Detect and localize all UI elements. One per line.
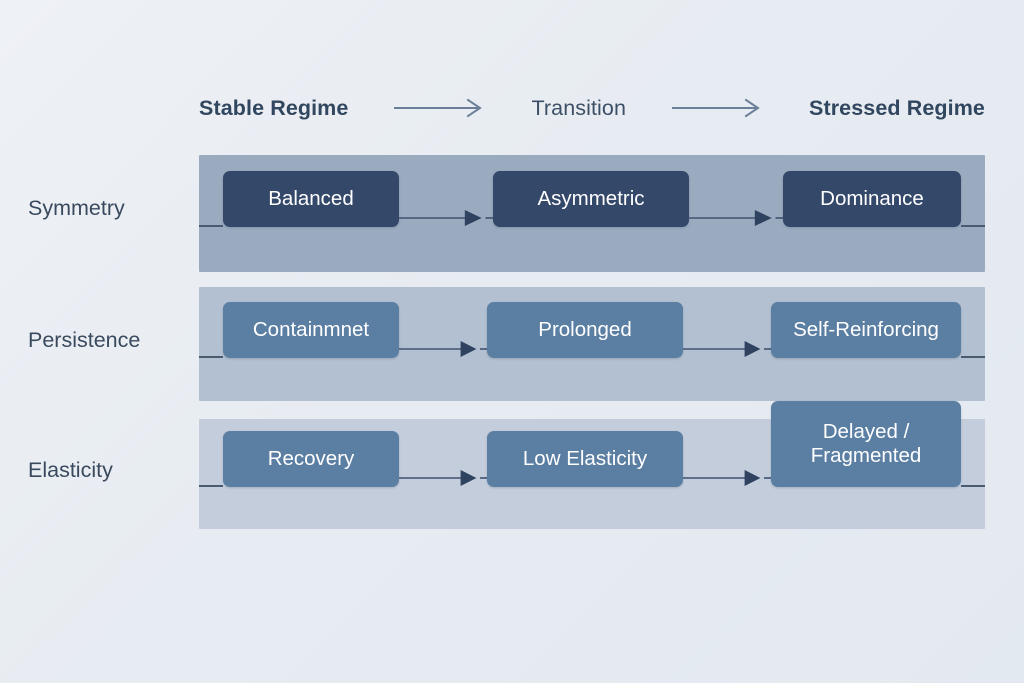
long-right-arrow-icon — [393, 98, 482, 118]
stage-label-stable-regime: Stable Regime — [199, 95, 349, 120]
node-delayed-fragmented-line2: Fragmented — [810, 444, 922, 467]
node-balanced[interactable]: Balanced — [223, 171, 399, 227]
connector-stub — [961, 225, 985, 227]
node-self-reinforcing[interactable]: Self-Reinforcing — [771, 302, 961, 358]
row-label-elasticity: Elasticity — [28, 458, 113, 482]
row-label-symmetry: Symmetry — [28, 196, 125, 220]
node-recovery[interactable]: Recovery — [223, 431, 399, 487]
stage-label-transition: Transition — [531, 95, 627, 120]
stage-label-stressed-regime: Stressed Regime — [809, 95, 985, 120]
connector-stub — [199, 485, 223, 487]
connector-stub — [199, 356, 223, 358]
node-delayed-fragmented[interactable]: Delayed / Fragmented — [771, 401, 961, 487]
connector-stub — [961, 356, 985, 358]
connector-stub — [961, 485, 985, 487]
node-low-elasticity[interactable]: Low Elasticity — [487, 431, 683, 487]
right-triangle-arrow-icon — [683, 470, 771, 486]
node-prolonged[interactable]: Prolonged — [487, 302, 683, 358]
node-delayed-fragmented-line1: Delayed / — [822, 419, 910, 443]
right-triangle-arrow-icon — [399, 470, 487, 486]
right-triangle-arrow-icon — [399, 210, 493, 226]
right-triangle-arrow-icon — [683, 341, 771, 357]
node-asymmetric[interactable]: Asymmetric — [493, 171, 689, 227]
right-triangle-arrow-icon — [399, 341, 487, 357]
node-dominance[interactable]: Dominance — [783, 171, 961, 227]
stage-header-row: Stable Regime Transition Stressed Regime — [199, 88, 985, 128]
node-containment[interactable]: Containmnet — [223, 302, 399, 358]
right-triangle-arrow-icon — [689, 210, 783, 226]
connector-stub — [199, 225, 223, 227]
long-right-arrow-icon — [671, 98, 760, 118]
row-label-persistence: Persistence — [28, 328, 141, 352]
